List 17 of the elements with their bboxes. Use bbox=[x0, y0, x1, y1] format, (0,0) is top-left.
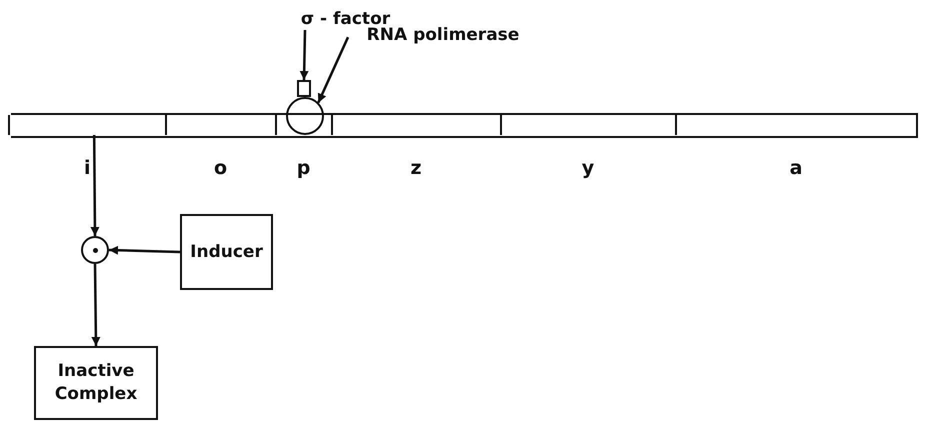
process-box: Inactive Complex bbox=[34, 346, 158, 420]
complex-junction-circle bbox=[81, 236, 109, 264]
rna-polymerase-circle bbox=[286, 97, 324, 135]
arrow bbox=[90, 135, 100, 236]
gene-letter: p bbox=[296, 157, 310, 179]
arrow bbox=[317, 36, 350, 104]
gene-letter: i bbox=[84, 157, 90, 179]
sigma-subunit-square bbox=[297, 80, 311, 97]
gene-letter: z bbox=[410, 157, 422, 179]
gene-letter: a bbox=[790, 157, 802, 179]
process-box: Inducer bbox=[180, 214, 273, 290]
gene-letter: o bbox=[214, 157, 228, 179]
text-label: RNA polimerase bbox=[348, 24, 538, 46]
gene-letter: y bbox=[582, 157, 594, 179]
arrow bbox=[91, 264, 100, 346]
arrow bbox=[108, 246, 180, 255]
arrow bbox=[300, 30, 309, 80]
